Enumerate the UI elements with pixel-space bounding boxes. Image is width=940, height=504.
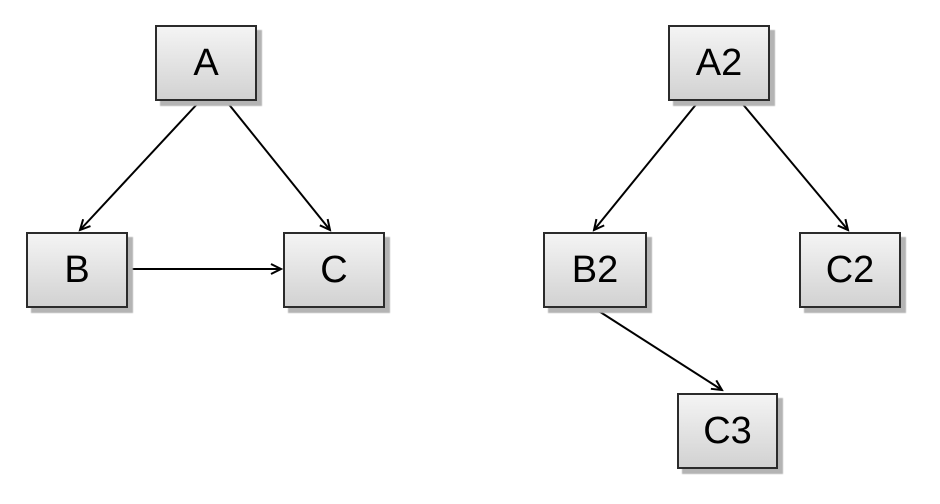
node-B-label: B xyxy=(64,249,90,291)
node-C3-label: C3 xyxy=(703,410,752,452)
node-B2[interactable]: B2 xyxy=(543,232,647,308)
node-B2-label: B2 xyxy=(571,249,619,291)
edge-A2-to-C2[interactable] xyxy=(740,101,848,230)
node-C-label: C xyxy=(320,249,348,291)
node-C[interactable]: C xyxy=(283,232,385,308)
node-A[interactable]: A xyxy=(155,25,257,101)
node-C2-label: C2 xyxy=(825,249,875,291)
edge-A-to-B[interactable] xyxy=(80,101,200,230)
node-A2[interactable]: A2 xyxy=(668,25,770,101)
node-A2-label: A2 xyxy=(695,42,743,84)
edge-A2-to-B2[interactable] xyxy=(594,101,699,230)
edge-B2-to-C3[interactable] xyxy=(593,307,722,390)
node-C2[interactable]: C2 xyxy=(799,232,901,308)
node-B[interactable]: B xyxy=(26,232,128,308)
node-C3[interactable]: C3 xyxy=(677,393,778,469)
edge-A-to-C[interactable] xyxy=(226,101,330,230)
node-A-label: A xyxy=(193,42,219,84)
